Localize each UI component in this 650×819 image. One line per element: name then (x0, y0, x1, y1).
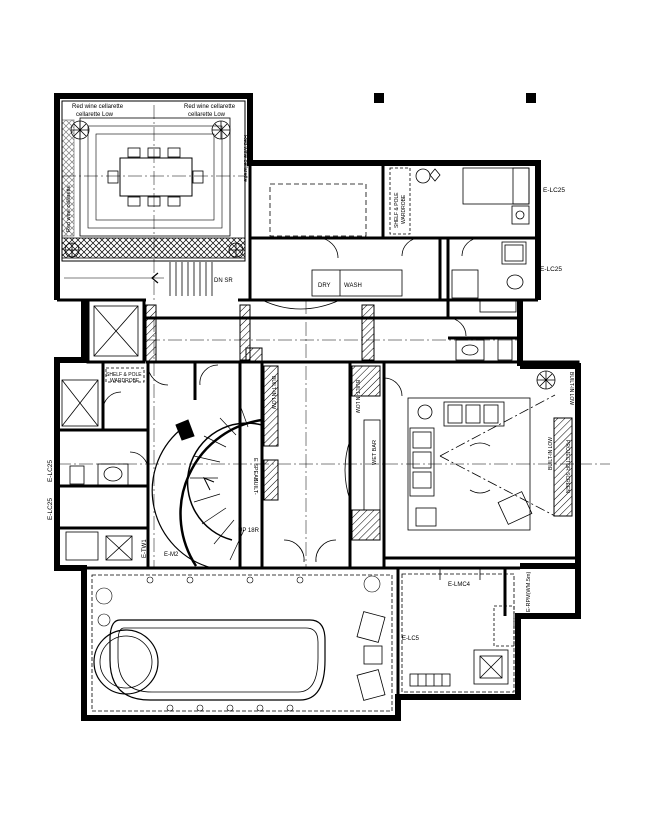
shelf-pole-left-label: SHELF & POLE (106, 372, 142, 378)
dining-chairs (107, 147, 204, 207)
lift-and-left-rooms (61, 305, 169, 561)
dry-label: DRY (318, 283, 331, 289)
e-tw1-label: E-TW1 (142, 539, 148, 558)
e-lc25-top-label-1: E-LC25 (543, 187, 565, 194)
wet-bar-label: WET BAR (372, 440, 378, 465)
wine-top-right-sublabel: cellarette Low (188, 112, 226, 118)
e-lmc4-label: E-LMC4 (448, 582, 471, 588)
built-in-low-label-1: BUILT-IN LOW (270, 376, 276, 409)
wine-room-stairs (64, 262, 213, 296)
e-lc25-left-label-2: E-LC25 (47, 498, 54, 520)
reference-mark-right (526, 93, 536, 103)
built-in-low-label-4: BUILT-IN LOW (568, 372, 574, 405)
pool-area (91, 574, 393, 712)
wine-room: Red wine cellarette cellarette Low Red w… (61, 100, 248, 296)
built-in-low-label-2: BUILT-IN LOW (354, 380, 360, 413)
reference-mark-left (374, 93, 384, 103)
e-m2-label: E-M2 (164, 552, 179, 558)
e-lc25-top-label-2: E-LC25 (540, 266, 562, 273)
wet-bar-area (199, 364, 403, 563)
wine-top-left-sublabel: cellarette Low (76, 112, 114, 118)
projector-screen-label: PROJECTOR SCREEN (564, 440, 570, 493)
bedroom-top-right (389, 167, 530, 361)
exterior-walls (54, 93, 581, 721)
wine-top-left-label: Red wine cellarette (72, 104, 124, 110)
wardrobe-left-label: WARDROBE (110, 378, 140, 384)
wine-side-right-label: Red wine cellarette (242, 135, 248, 182)
wardrobe-top-label: WARDROBE (401, 194, 407, 224)
spiral-staircase (151, 404, 263, 569)
e-speaker-label: E SPEAK (252, 458, 258, 482)
built-in-low-label-3: BUILT-IN LOW (548, 437, 554, 470)
shelf-pole-top-label: SHELF & POLE (394, 192, 400, 228)
laundry-room (261, 183, 421, 310)
plant-icon (64, 120, 244, 258)
e-rpm-label: E-RPM(WM.5m) (526, 572, 532, 612)
wine-side-left-label: Red wine cellarette (66, 185, 72, 232)
centerlines (57, 105, 610, 568)
up-18r-label: UP 18R (238, 528, 260, 534)
theater-plant-icon (536, 370, 556, 390)
structural-columns (145, 304, 573, 541)
dn-sr-label: DN SR (214, 278, 233, 284)
bottom-right-room (401, 568, 515, 693)
interior-walls (57, 163, 580, 697)
wash-label: WASH (344, 283, 362, 289)
wine-top-right-label: Red wine cellarette (184, 104, 236, 110)
built-label: BUILT- (252, 478, 258, 495)
home-theater (384, 394, 578, 531)
e-lc5-label: E-LC5 (402, 636, 420, 642)
e-lc25-left-label-1: E-LC25 (47, 460, 54, 482)
